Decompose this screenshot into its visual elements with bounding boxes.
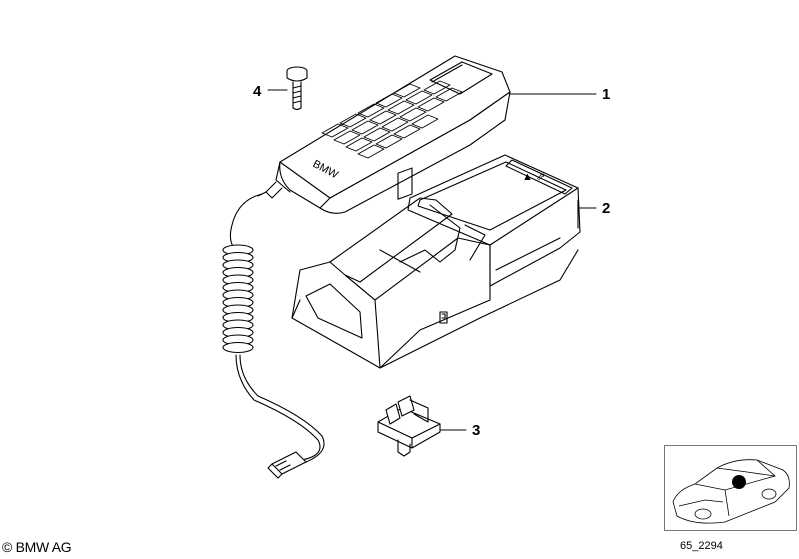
screw-icon	[286, 66, 308, 111]
car-locator-icon	[672, 459, 790, 524]
diagram-code: 65_2294	[680, 540, 723, 552]
handset-icon: BMW	[257, 55, 511, 214]
cradle-icon: ▲ ⇗	[291, 154, 581, 369]
callout-4: 4	[253, 83, 262, 100]
car-locator-thumbnail	[664, 445, 797, 531]
callout-1: 1	[602, 86, 610, 103]
callout-3: 3	[472, 422, 480, 439]
cable-coil	[222, 341, 254, 354]
svg-text:▲ ⇗: ▲ ⇗	[522, 171, 545, 183]
copyright-text: © BMW AG	[2, 539, 72, 555]
coiled-cable	[222, 193, 325, 479]
clip-icon	[377, 395, 441, 457]
location-dot-icon	[732, 475, 746, 489]
callout-2: 2	[602, 200, 610, 217]
